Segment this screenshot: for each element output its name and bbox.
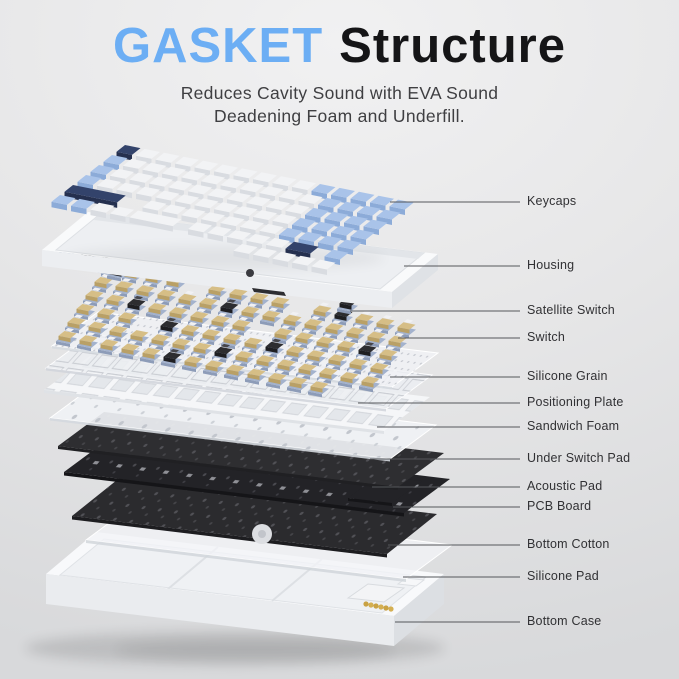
page-subtitle: Reduces Cavity Sound with EVA Sound Dead… <box>0 82 679 128</box>
bottom-case-layer <box>46 532 444 646</box>
coil-cable <box>363 601 394 612</box>
title-rest: Structure <box>339 19 566 73</box>
subtitle-line-1: Reduces Cavity Sound with EVA Sound <box>180 83 499 103</box>
leader-lines <box>350 201 520 623</box>
keycaps-layer <box>51 145 414 275</box>
switch-cluster <box>56 260 416 398</box>
title-highlight: GASKET <box>112 19 324 73</box>
subtitle-line-2: Deadening Foam and Underfill. <box>214 106 465 126</box>
page-title: GASKET Structure <box>0 22 679 71</box>
floor-shadow <box>25 631 445 665</box>
bottom-cotton-layer <box>72 476 437 558</box>
